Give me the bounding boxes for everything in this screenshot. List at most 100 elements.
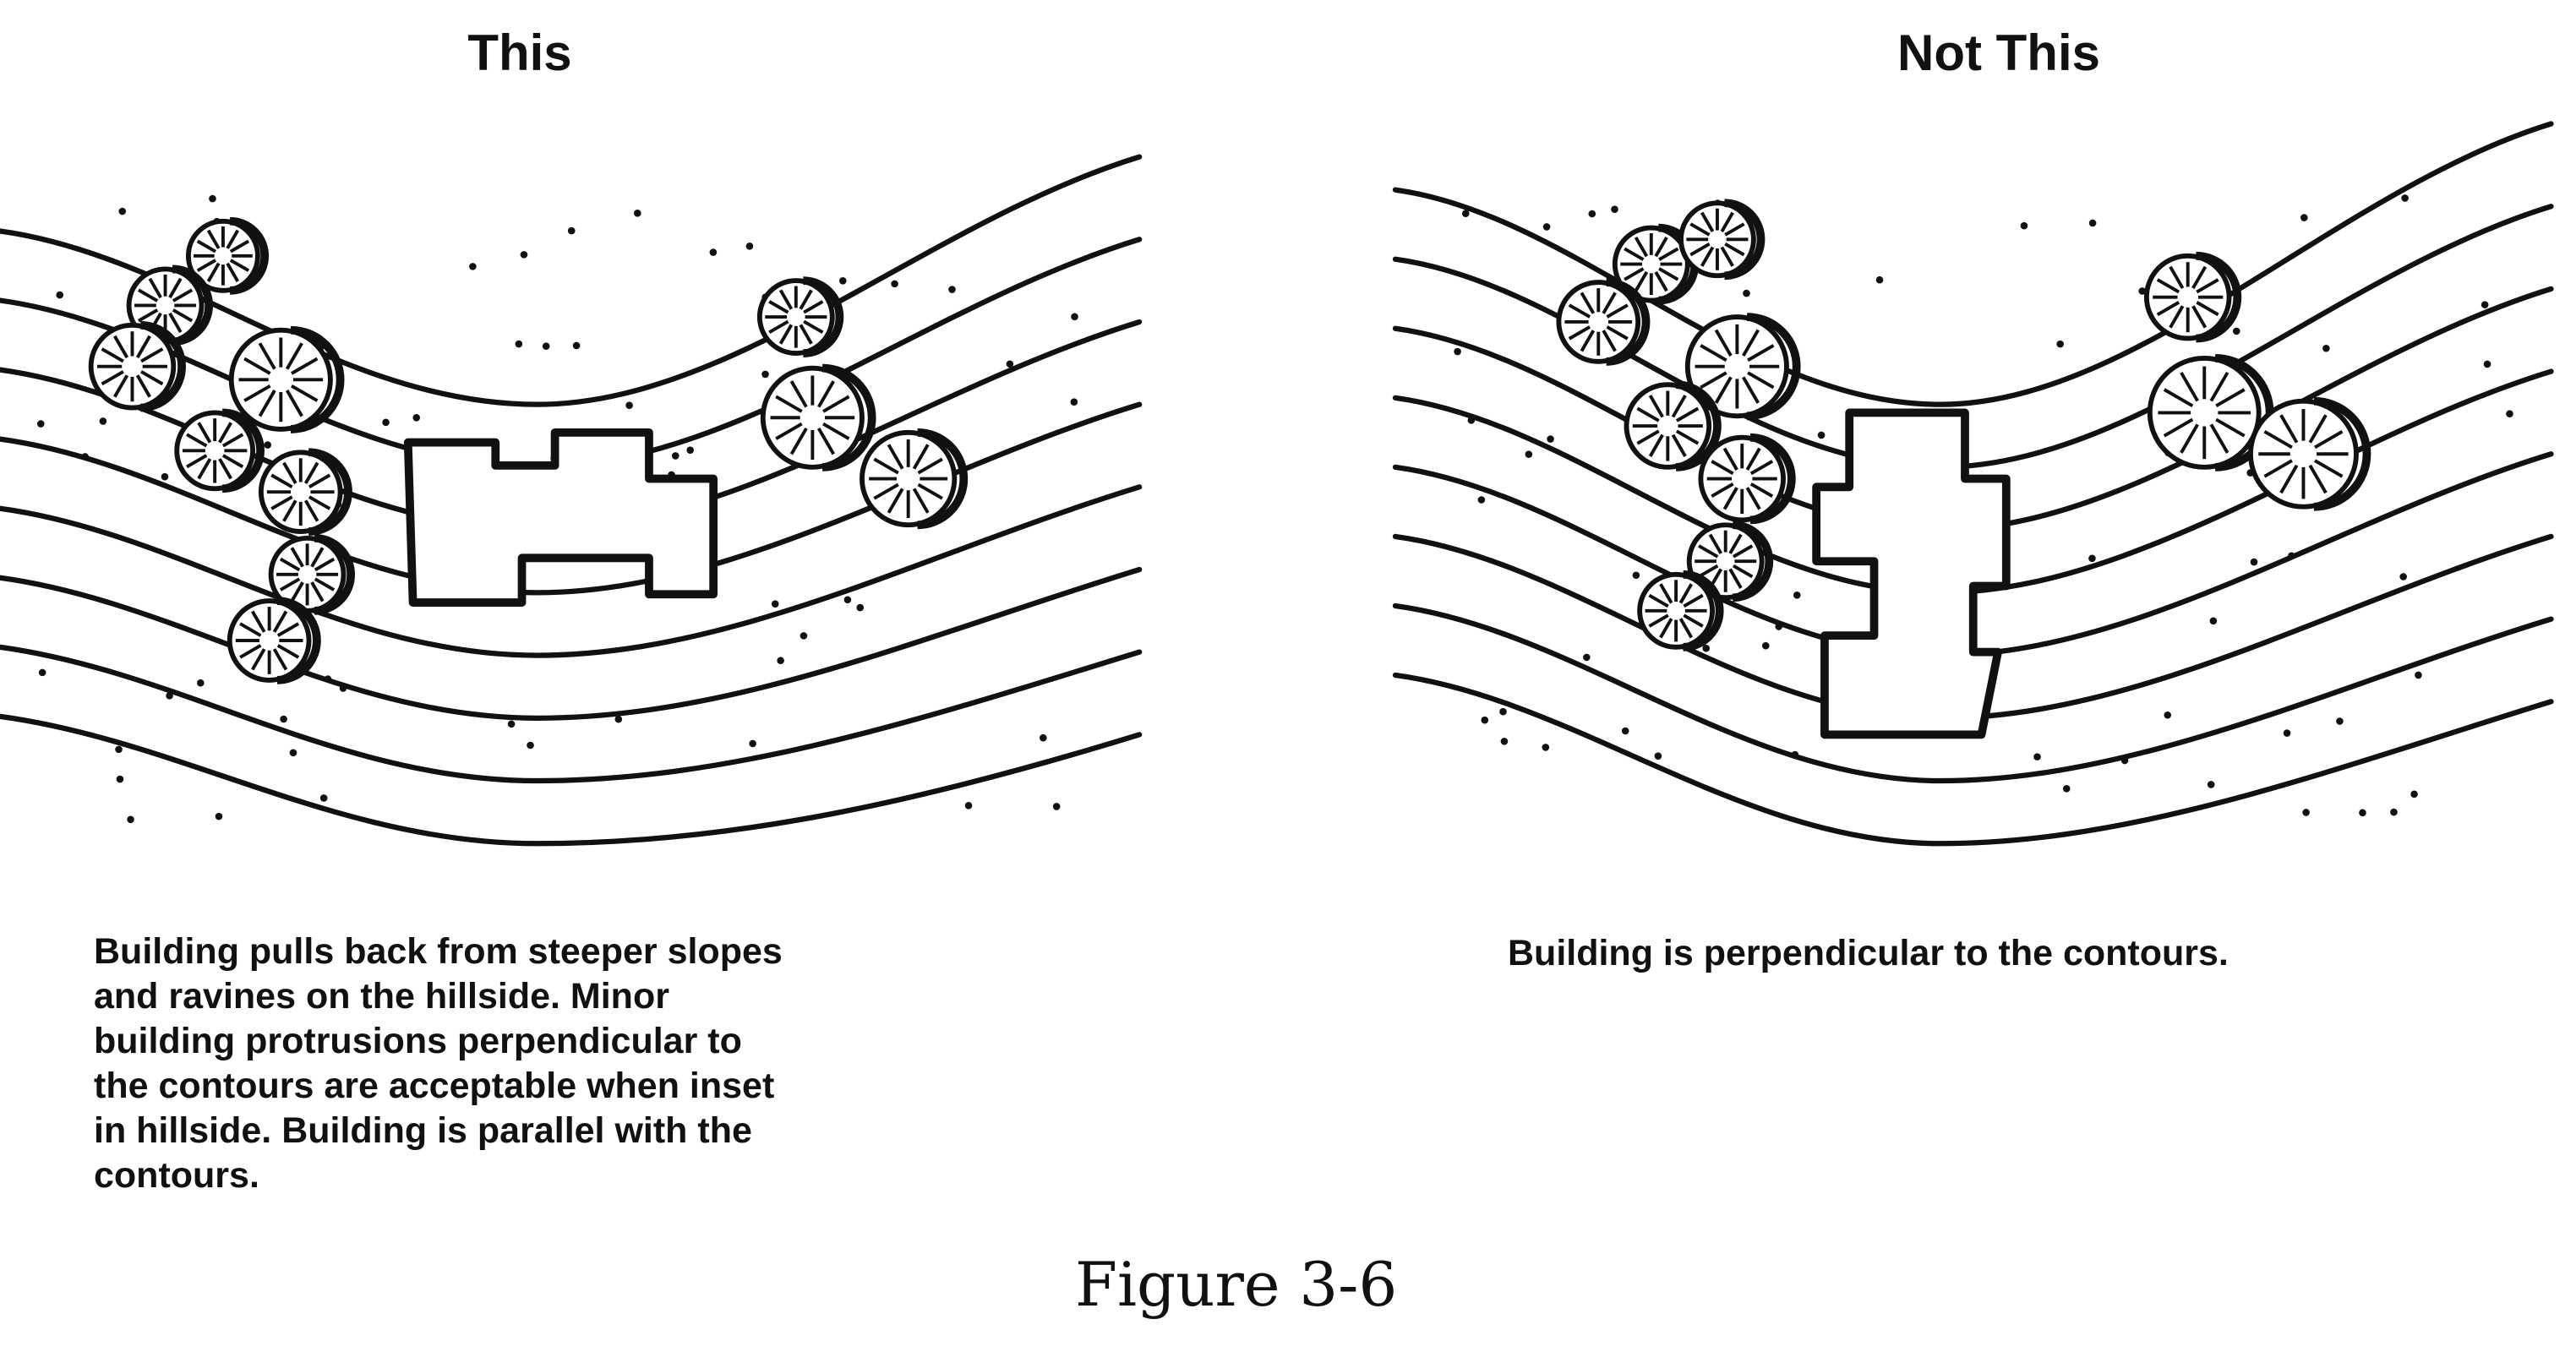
tree-branch [197,422,212,444]
ground-dot [1477,496,1486,504]
tree-branch [113,335,129,359]
tree-branch [135,335,151,359]
tree-branch [2263,429,2293,450]
ground-dot [1702,644,1711,652]
tree-branch [2314,429,2344,450]
tree-branch [803,319,824,335]
tree-branch [218,458,232,480]
ground-dot [2056,340,2065,348]
ground-dot [856,603,865,612]
contour-line [0,484,1143,658]
tree-branch [137,288,159,303]
tree-branch [221,454,244,469]
tree-branch [1720,246,1734,267]
tree-icon [258,448,352,536]
tree-branch [1568,303,1591,319]
tree-branch [1659,583,1673,604]
caption-line: the contours are acceptable when inset [94,1066,775,1106]
tree-shadow [276,597,321,684]
tree-branch [290,547,304,568]
tree-icon [1556,278,1651,366]
tree-shadow [314,533,355,615]
tree-branch [308,473,331,489]
tree-branch [2215,417,2246,438]
tree-branch [1568,325,1591,341]
tree-branch [279,577,301,592]
tree-branch [113,374,129,398]
tree-branch [226,229,240,249]
tree-canopy [88,322,177,411]
tree-branch [1689,222,1711,237]
figure-label: Figure 3-6 [1075,1249,1398,1320]
tree-branch [778,324,794,345]
tree-branch [768,319,789,335]
ground-dot [2164,711,2172,719]
contour-line [1392,672,2554,847]
caption-line: Building is perpendicular to the contour… [1508,933,2229,973]
tree-canopy [1556,280,1641,364]
ground-dot [197,679,205,687]
ground-dot [839,276,847,285]
tree-branch [1658,267,1679,281]
ground-dot [572,341,581,350]
tree-shadow [140,320,186,412]
ground-dot [2415,671,2422,679]
tree-branch [1602,330,1617,352]
tree-branch [1648,395,1664,418]
tree-branch [2308,414,2328,444]
ground-dot [469,263,477,270]
ground-dot [2138,287,2146,295]
ground-dot [625,401,633,410]
ground-dot [339,684,347,692]
tree-shadow [821,363,876,472]
tree-branch [1733,544,1754,559]
ground-dot [1793,592,1801,599]
ground-dot [1791,750,1799,759]
tree-branch [1711,460,1734,476]
tree-branch [221,433,244,448]
tree-branch [1714,376,1733,404]
tree-branch [768,300,789,314]
ground-dot [1621,727,1629,735]
tree-branch [1683,593,1704,608]
tree-branch [2169,265,2185,290]
ground-dot [542,342,550,350]
tree-icon [1698,433,1796,525]
tree-branch [168,312,183,334]
ground-dot [800,632,808,640]
ground-dot [99,417,107,425]
tree-canopy [1624,382,1712,470]
tree-branch [272,610,288,633]
tree-branch [1722,487,1738,510]
tree-branch [270,473,293,489]
tree-icon [226,597,321,684]
contour-line [1392,121,2554,407]
tree-shadow [2196,251,2242,343]
tree-branch [1733,564,1754,579]
tree-branch [282,461,297,484]
ground-dot [2232,327,2240,335]
tree-branch [2163,417,2194,438]
ground-dot [1588,210,1596,218]
ground-dot [2088,554,2096,563]
tree-branch [2308,464,2328,494]
tree-branch [2180,423,2199,454]
tree-branch [1689,242,1711,257]
tree-branch [1654,236,1668,258]
tree-canopy [1678,200,1756,279]
tree-branch [789,380,808,408]
ground-dot [2088,219,2097,227]
tree-branch [258,390,276,417]
tree-icon [2143,251,2242,343]
ground-dot [1632,571,1640,580]
tree-branch [2196,278,2219,294]
tree-branch [1606,303,1629,319]
ground-dot [38,668,46,677]
tree-branch [1678,618,1694,639]
ground-dot [633,210,641,217]
tree-branch [1636,406,1660,422]
ground-dot [1583,653,1591,662]
tree-canopy [1637,571,1716,650]
ground-dot [2483,360,2491,368]
tree-branch [1658,247,1679,261]
